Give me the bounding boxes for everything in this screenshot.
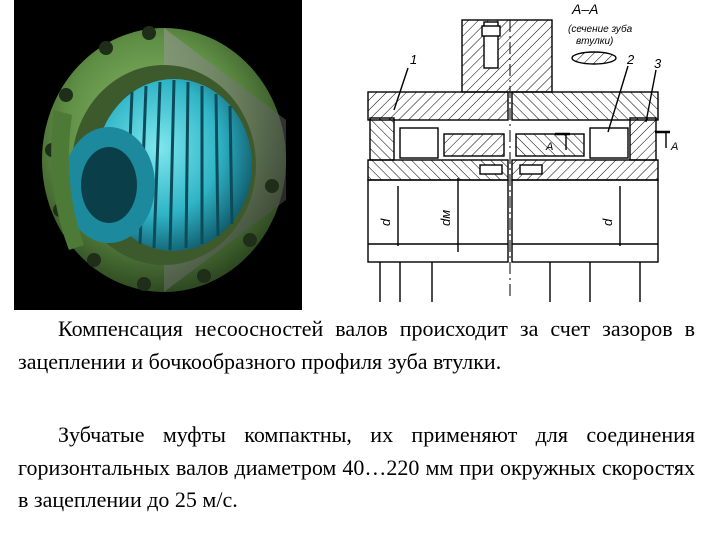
callout-1: 1 (410, 52, 417, 67)
hub-bore (81, 147, 137, 223)
flange-top (461, 19, 553, 93)
dimension-dm-label: dм (438, 210, 453, 226)
tooth-section-glyph (571, 51, 617, 65)
section-mark-left: А (545, 141, 553, 153)
sleeve-left (367, 91, 509, 121)
section-title: А–А (571, 1, 598, 17)
callout-2: 2 (626, 52, 635, 67)
callout-3: 3 (654, 56, 662, 71)
dimension-d-left-label: d (378, 218, 393, 226)
seal-left (369, 117, 395, 161)
section-caption-line-2: втулки) (576, 36, 613, 47)
coupling-section-drawing: А–А (сечение зуба втулки) 1 2 3 А А d dм… (340, 0, 710, 312)
gear-coupling-render (14, 0, 302, 310)
dimension-d-right-label: d (600, 218, 615, 226)
section-caption-line-1: (сечение зуба (568, 23, 633, 35)
sleeve-right (511, 91, 659, 121)
seal-right (629, 117, 657, 161)
paragraph-misalignment: Компенсация несоосностей валов происходи… (18, 316, 695, 374)
section-mark-right: А (670, 141, 678, 153)
paragraph-application: Зубчатые муфты компактны, их применяют д… (18, 422, 695, 512)
